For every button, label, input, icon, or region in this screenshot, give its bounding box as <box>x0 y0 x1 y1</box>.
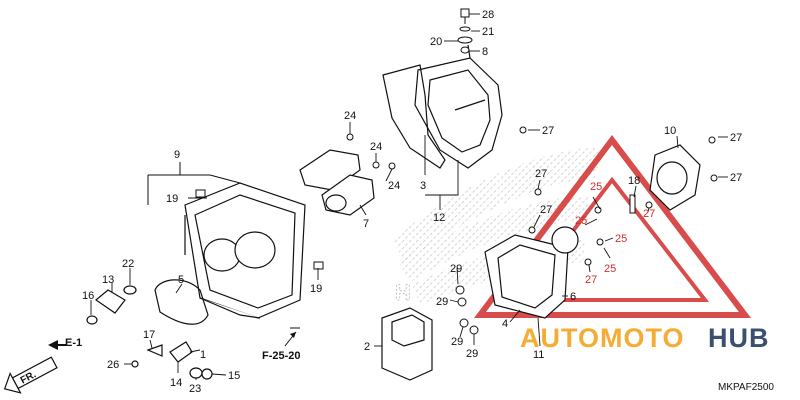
callout-29: 29 <box>450 263 462 275</box>
callout-9: 9 <box>174 149 180 161</box>
callout-20: 20 <box>430 36 442 48</box>
callout-21: 21 <box>482 26 494 38</box>
callout-19: 19 <box>166 193 178 205</box>
callout-8: 8 <box>482 46 488 58</box>
callout-1: 1 <box>200 349 206 361</box>
callout-28: 28 <box>482 9 494 21</box>
bolt-stack <box>457 8 473 54</box>
callout-27: 27 <box>540 204 552 216</box>
callout-16: 16 <box>82 290 94 302</box>
callout-12: 12 <box>433 212 445 224</box>
housing-gasket <box>154 279 209 325</box>
callout-27: 27 <box>585 274 597 286</box>
element-cover <box>484 226 579 319</box>
group-bracket-9 <box>147 162 300 329</box>
callout-7: 7 <box>363 218 369 230</box>
callout-27: 27 <box>730 132 742 144</box>
callout-17: 17 <box>143 329 155 341</box>
cylinder-head-cover <box>382 44 503 169</box>
callout-14: 14 <box>170 377 182 389</box>
watermark-hub: HUB <box>708 323 770 353</box>
ref-f2520: F-25-20 <box>262 350 301 362</box>
callouts: 28 21 20 8 24 24 24 27 10 27 27 9 19 19 … <box>82 9 742 395</box>
ref-e1: E-1 <box>65 337 82 349</box>
front-direction-arrow: FR. <box>3 356 58 394</box>
callout-24: 24 <box>344 110 356 122</box>
callout-18: 18 <box>628 175 640 187</box>
callout-25: 25 <box>590 181 602 193</box>
intake-duct <box>299 149 375 216</box>
callout-3: 3 <box>420 180 426 192</box>
callout-13: 13 <box>102 274 114 286</box>
callout-25: 25 <box>615 233 627 245</box>
callout-25: 25 <box>604 263 616 275</box>
callout-2: 2 <box>364 341 370 353</box>
arrow-left-icon <box>48 340 58 350</box>
callout-24: 24 <box>388 180 400 192</box>
watermark-auto: AUTOMOTO <box>520 323 685 353</box>
callout-15: 15 <box>228 370 240 382</box>
diagram-code: MKPAF2500 <box>718 382 774 393</box>
callout-11: 11 <box>533 349 544 361</box>
callout-23: 23 <box>189 383 201 395</box>
small-bolts <box>195 126 718 335</box>
svg-text:H: H <box>395 280 411 305</box>
breather-cap <box>649 144 701 211</box>
callout-6: 6 <box>570 291 576 303</box>
callout-24: 24 <box>370 141 382 153</box>
callout-22: 22 <box>122 258 134 270</box>
callout-4: 4 <box>502 318 508 330</box>
callout-29: 29 <box>436 296 448 308</box>
callout-25: 25 <box>575 215 587 227</box>
callout-29: 29 <box>451 336 463 348</box>
air-filter-element <box>381 307 433 381</box>
drain-tube <box>86 285 137 325</box>
callout-26: 26 <box>107 359 119 371</box>
automotohub-watermark: AUTOMOTO HUB <box>520 323 770 353</box>
air-cleaner-housing <box>184 182 306 319</box>
callout-27: 27 <box>542 125 554 137</box>
callout-27: 27 <box>535 168 547 180</box>
callout-5: 5 <box>178 274 184 286</box>
callout-10: 10 <box>664 125 676 137</box>
callout-19: 19 <box>310 283 322 295</box>
leader-lines <box>90 13 728 380</box>
section-references: E-1 F-25-20 <box>48 331 301 362</box>
callout-27: 27 <box>730 172 742 184</box>
callout-27: 27 <box>643 208 655 220</box>
callout-29: 29 <box>466 348 478 360</box>
